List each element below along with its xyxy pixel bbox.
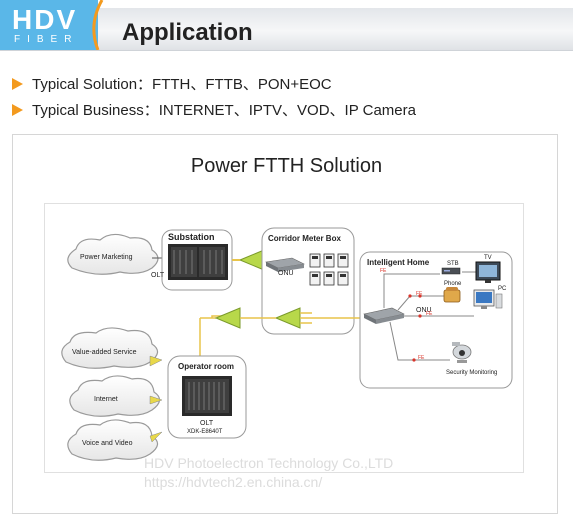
cloud-power-marketing-icon (67, 233, 159, 275)
electric-meter-icons (309, 253, 349, 286)
operator-title: Operator room (178, 362, 235, 371)
bullet-typical-solution: Typical Solution：FTTH、FTTB、PON+EOC (12, 76, 332, 94)
cloud-label-voice-video: Voice and Video (82, 440, 133, 447)
logo-swoosh-icon (84, 0, 104, 50)
watermark-url: https://hdvtech2.en.china.cn/ (144, 474, 323, 490)
tv-label: TV (484, 255, 492, 261)
operator-olt-label: OLT (200, 420, 214, 427)
logo-subtext: FIBER (14, 34, 79, 45)
cloud-value-added-icon (61, 327, 159, 369)
fe-label: FE (416, 291, 423, 297)
logo-background (0, 0, 98, 50)
figure-title: Power FTTH Solution (190, 155, 383, 177)
operator-olt-rack-icon (182, 376, 232, 416)
link-arrow-icon (149, 355, 163, 367)
stb-icon (441, 267, 461, 275)
operator-model-label: XDK-E8640T (187, 429, 223, 435)
onu-device-icon (265, 257, 305, 272)
bullet-typical-business: Typical Business：INTERNET、IPTV、VOD、IP Ca… (12, 102, 416, 120)
substation-olt-label: OLT (151, 272, 165, 279)
home-onu-icon (363, 307, 405, 324)
watermark-company: HDV Photoelectron Technology Co.,LTD (144, 455, 394, 471)
olt-rack-icon (168, 244, 228, 280)
home-onu-label: ONU (416, 307, 432, 314)
pc-label: PC (498, 286, 507, 292)
diagram-frame (44, 203, 524, 473)
corridor-title: Corridor Meter Box (268, 234, 341, 243)
home-title: Intelligent Home (367, 258, 430, 267)
cloud-label-value-added: Value-added Service (72, 349, 137, 356)
orange-arrow-icon (12, 78, 23, 90)
fe-label: FE (380, 268, 387, 274)
substation-title: Substation (168, 232, 215, 242)
tv-icon (475, 261, 501, 283)
bullet-text: Typical Solution：FTTH、FTTB、PON+EOC (32, 76, 332, 93)
cloud-voice-video-icon (67, 419, 159, 461)
fe-label: FE (418, 355, 425, 361)
phone-label: Phone (444, 281, 462, 287)
cloud-label-internet: Internet (94, 396, 118, 403)
corridor-onu-label: ONU (278, 270, 294, 277)
orange-arrow-icon (12, 104, 23, 116)
stb-label: STB (447, 261, 459, 267)
security-camera-icon (452, 342, 472, 363)
security-label: Security Monitoring (446, 370, 498, 376)
cloud-internet-icon (69, 375, 161, 417)
pc-icon (473, 289, 503, 309)
phone-icon (443, 287, 461, 303)
cloud-label-power-marketing: Power Marketing (80, 254, 133, 261)
splitter-icon (274, 307, 312, 329)
link-arrow-icon (149, 395, 163, 405)
logo-text: HDV (12, 4, 78, 35)
page-title: Application (122, 19, 253, 46)
intelligent-home-box (359, 251, 513, 389)
link-arrow-icon (149, 431, 163, 443)
fe-label: FE (426, 311, 433, 317)
splitter-icon (214, 307, 276, 329)
bullet-text: Typical Business：INTERNET、IPTV、VOD、IP Ca… (32, 102, 416, 119)
